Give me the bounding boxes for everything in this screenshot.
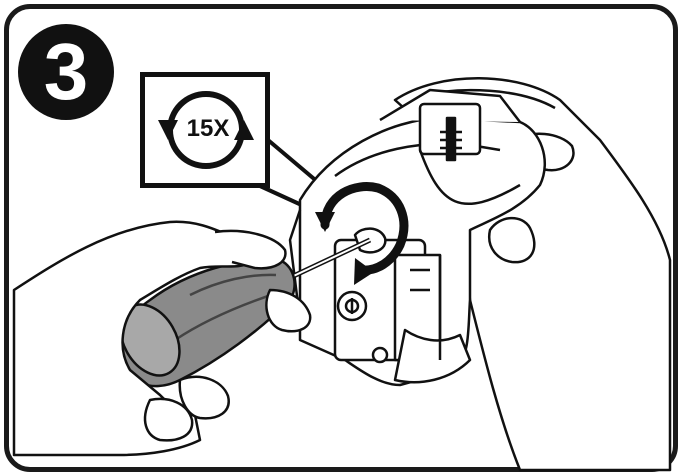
rotation-arrowhead xyxy=(354,258,374,285)
inset-rotation-icon xyxy=(158,91,254,169)
rotation-arrow-tail xyxy=(315,212,335,232)
clockwise-rotation-icon xyxy=(320,182,409,275)
rotation-count-label: 15X xyxy=(186,115,230,142)
right-hand xyxy=(393,77,672,472)
left-hand xyxy=(12,220,312,457)
screwdriver-icon xyxy=(117,237,372,388)
step-number-badge: 3 xyxy=(18,24,114,120)
